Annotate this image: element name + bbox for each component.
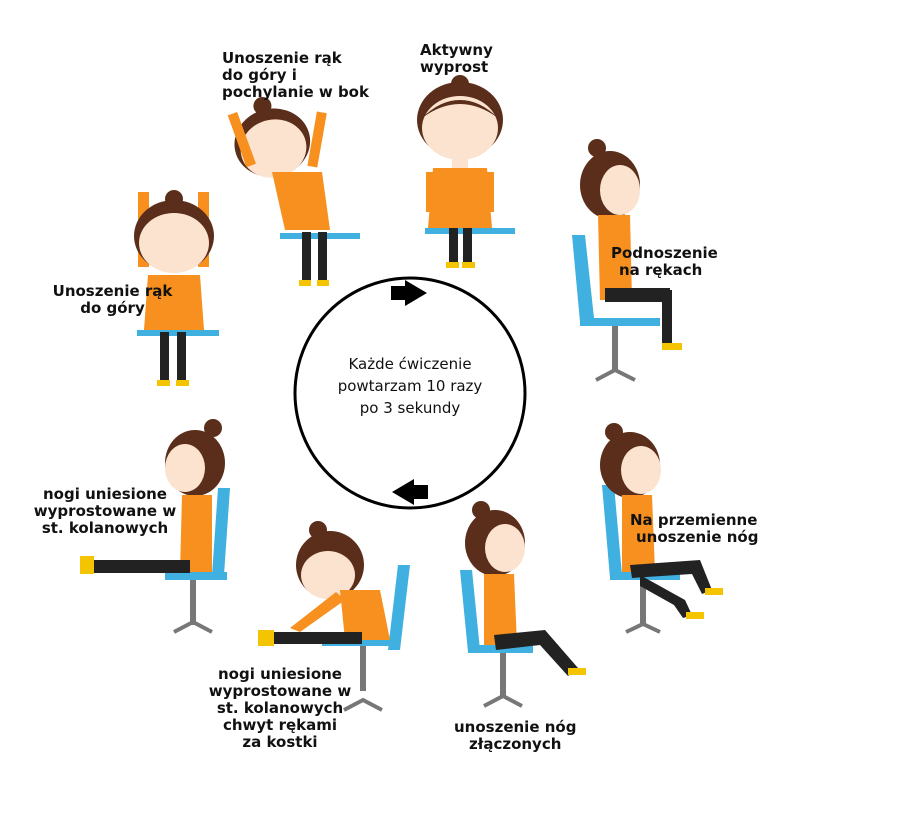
label-line: wyprost: [420, 58, 489, 76]
cycle-arrow-bottom: [392, 479, 428, 505]
label-line: unoszenie nóg: [636, 528, 759, 546]
label-unoszenie-nog-zlaczonych: unoszenie nóg złączonych: [454, 719, 576, 753]
label-unoszenie-rak-pochylanie: Unoszenie rąk do góry i pochylanie w bok: [222, 50, 369, 101]
center-line: powtarzam 10 razy: [337, 377, 483, 395]
label-line: do góry: [80, 299, 145, 317]
figure-unoszenie-rak-pochylanie: [227, 96, 360, 286]
label-line: do góry i: [222, 66, 297, 84]
center-line: Każde ćwiczenie: [348, 355, 472, 373]
label-line: nogi uniesione: [43, 485, 167, 503]
label-line: złączonych: [469, 735, 562, 753]
figure-na-przemienne-unoszenie-nog: [600, 423, 723, 634]
cycle-circle: [293, 276, 527, 510]
label-line: Unoszenie rąk: [52, 282, 173, 300]
label-line: Aktywny: [420, 41, 493, 59]
figure-unoszenie-rak-do-gory: [134, 190, 219, 386]
center-line: po 3 sekundy: [359, 399, 461, 417]
label-line: na rękach: [619, 261, 703, 279]
label-line: chwyt rękami: [222, 716, 338, 734]
label-line: Unoszenie rąk: [222, 49, 342, 67]
figure-podnoszenie-na-rekach: [572, 139, 682, 382]
label-nogi-uniesione-chwyt: nogi uniesione wyprostowane w st. kolano…: [200, 666, 360, 751]
figure-nogi-uniesione: [80, 419, 230, 634]
label-line: Podnoszenie: [611, 244, 718, 262]
figure-aktywny-wyprost: [417, 75, 515, 268]
label-unoszenie-rak-do-gory: Unoszenie rąk do góry: [50, 283, 175, 317]
label-nogi-uniesione: nogi uniesione wyprostowane w st. kolano…: [25, 486, 185, 537]
label-line: wyprostowane w: [208, 682, 352, 700]
figure-nogi-uniesione-chwyt: [258, 521, 410, 712]
label-line: Na przemienne: [630, 511, 758, 529]
label-line: st. kolanowych: [41, 519, 169, 537]
figure-unoszenie-nog-zlaczonych: [460, 501, 586, 708]
label-podnoszenie-na-rekach: Podnoszenie na rękach: [611, 245, 718, 279]
center-instruction: Każde ćwiczenie powtarzam 10 razy po 3 s…: [300, 353, 520, 419]
label-line: nogi uniesione: [218, 665, 342, 683]
cycle-arrow-top: [391, 280, 427, 306]
label-line: st. kolanowych: [216, 699, 344, 717]
label-line: wyprostowane w: [33, 502, 177, 520]
label-line: za kostki: [242, 733, 318, 751]
label-line: pochylanie w bok: [222, 83, 369, 101]
label-na-przemienne-unoszenie-nog: Na przemienne unoszenie nóg: [630, 512, 758, 546]
label-aktywny-wyprost: Aktywny wyprost: [420, 42, 493, 76]
label-line: unoszenie nóg: [454, 718, 577, 736]
